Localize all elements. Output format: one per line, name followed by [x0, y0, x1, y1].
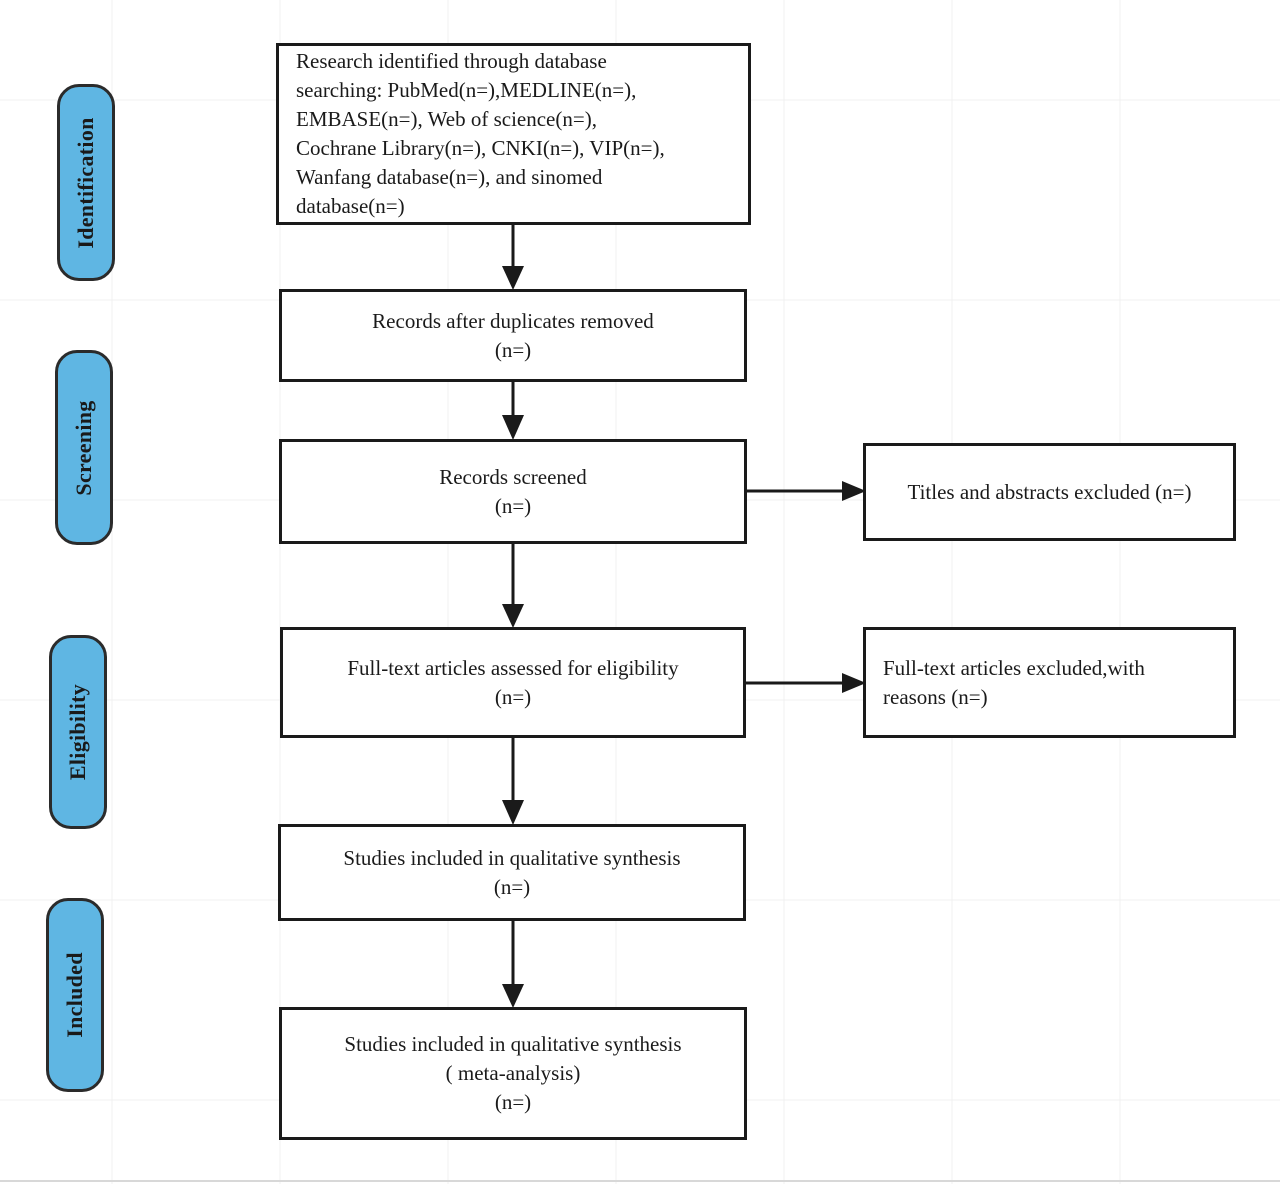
box-line: (n=) [494, 337, 532, 362]
box-line: (n=) [494, 684, 532, 709]
box-line: Records screened [439, 464, 587, 489]
stage-identification: Identification [57, 84, 115, 281]
box-records-screened: Records screened (n=) [279, 439, 747, 544]
stage-eligibility-label: Eligibility [65, 683, 90, 781]
stage-eligibility: Eligibility [49, 635, 107, 829]
stage-screening-label: Screening [71, 399, 96, 496]
box-line: Titles and abstracts excluded (n=) [907, 479, 1192, 504]
page-edge-line [0, 1180, 1280, 1182]
box-line: Cochrane Library(n=), CNKI(n=), VIP(n=), [296, 136, 665, 160]
box-duplicates-removed: Records after duplicates removed (n=) [279, 289, 747, 382]
box-line: Wanfang database(n=), and sinomed [296, 165, 603, 189]
box-titles-abstracts-excluded: Titles and abstracts excluded (n=) [863, 443, 1236, 541]
box-meta-analysis: Studies included in qualitative synthesi… [279, 1007, 747, 1140]
box-line: Research identified through database [296, 49, 607, 73]
box-fulltext-excluded: Full-text articles excluded,with reasons… [863, 627, 1236, 738]
stage-screening: Screening [55, 350, 113, 545]
box-records-identified: Research identified through database sea… [276, 43, 751, 225]
box-fulltext-assessed: Full-text articles assessed for eligibil… [280, 627, 746, 738]
box-line: Studies included in qualitative synthesi… [344, 1032, 682, 1056]
stage-identification-label: Identification [73, 116, 98, 249]
box-line: searching: PubMed(n=),MEDLINE(n=), [296, 78, 637, 102]
box-line: Full-text articles assessed for eligibil… [347, 655, 679, 680]
box-line: ( meta-analysis) [445, 1061, 581, 1085]
stage-included: Included [46, 898, 104, 1092]
box-line: database(n=) [296, 194, 405, 218]
box-line: Records after duplicates removed [372, 308, 654, 333]
box-line: Full-text articles excluded,with [883, 655, 1145, 680]
box-line: reasons (n=) [883, 684, 988, 709]
box-qualitative-synthesis: Studies included in qualitative synthesi… [278, 824, 746, 921]
box-line: Studies included in qualitative synthesi… [343, 845, 681, 870]
box-line: (n=) [493, 874, 531, 899]
box-line: (n=) [494, 1090, 532, 1114]
box-line: (n=) [494, 493, 532, 518]
stage-included-label: Included [62, 952, 87, 1038]
box-line: EMBASE(n=), Web of science(n=), [296, 107, 597, 131]
